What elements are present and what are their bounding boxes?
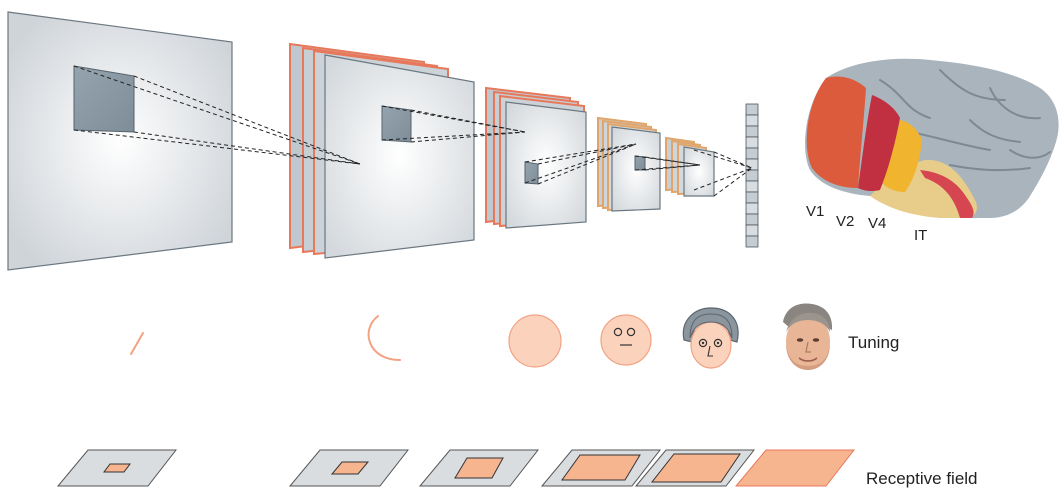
conv-layer-1-stack: [290, 44, 474, 258]
curve-icon: [369, 316, 400, 360]
output-vector-cell: [746, 181, 758, 192]
rf-plate-1: [58, 450, 176, 486]
circle-icon: [509, 315, 561, 367]
tuning-label: Tuning: [848, 333, 899, 352]
output-vector-cell: [746, 126, 758, 137]
output-vector-cell: [746, 115, 758, 126]
rf-plate-6: [736, 450, 854, 486]
output-vector-cell: [746, 225, 758, 236]
output-vector-cell: [746, 192, 758, 203]
face-with-hair-icon: [683, 308, 738, 368]
conv-layer-3-stack: [598, 118, 660, 211]
brain-label-v4: V4: [868, 215, 886, 232]
receptive-field-label: Receptive field: [866, 469, 978, 488]
brain-label-v2: V2: [836, 213, 854, 230]
edge-line-icon: [131, 333, 143, 354]
output-vector-cell: [746, 214, 758, 225]
output-feature-vector: [746, 104, 758, 247]
real-face-photo-icon: [783, 304, 832, 370]
output-vector-cell: [746, 137, 758, 148]
conv-layer-2-stack: [486, 88, 586, 228]
output-vector-cell: [746, 203, 758, 214]
layer3-receptive-patch: [635, 156, 645, 170]
output-vector-cell: [746, 236, 758, 247]
output-vector-cell: [746, 148, 758, 159]
layer1-receptive-patch: [382, 106, 411, 142]
layer2-receptive-patch: [525, 162, 538, 184]
output-vector-cell: [746, 104, 758, 115]
brain-label-it: IT: [914, 227, 927, 244]
rf-plate-2: [290, 450, 408, 486]
brain-illustration: V1 V2 V4 IT: [805, 59, 1059, 244]
tuning-row: Tuning: [131, 304, 899, 370]
brain-v1-region: [807, 76, 866, 188]
brain-label-v1: V1: [806, 203, 824, 220]
rf-plate-3: [420, 450, 538, 486]
simple-face-icon: [601, 315, 651, 365]
receptive-field-row: Receptive field: [58, 450, 978, 488]
output-vector-cell: [746, 159, 758, 170]
output-vector-cell: [746, 170, 758, 181]
